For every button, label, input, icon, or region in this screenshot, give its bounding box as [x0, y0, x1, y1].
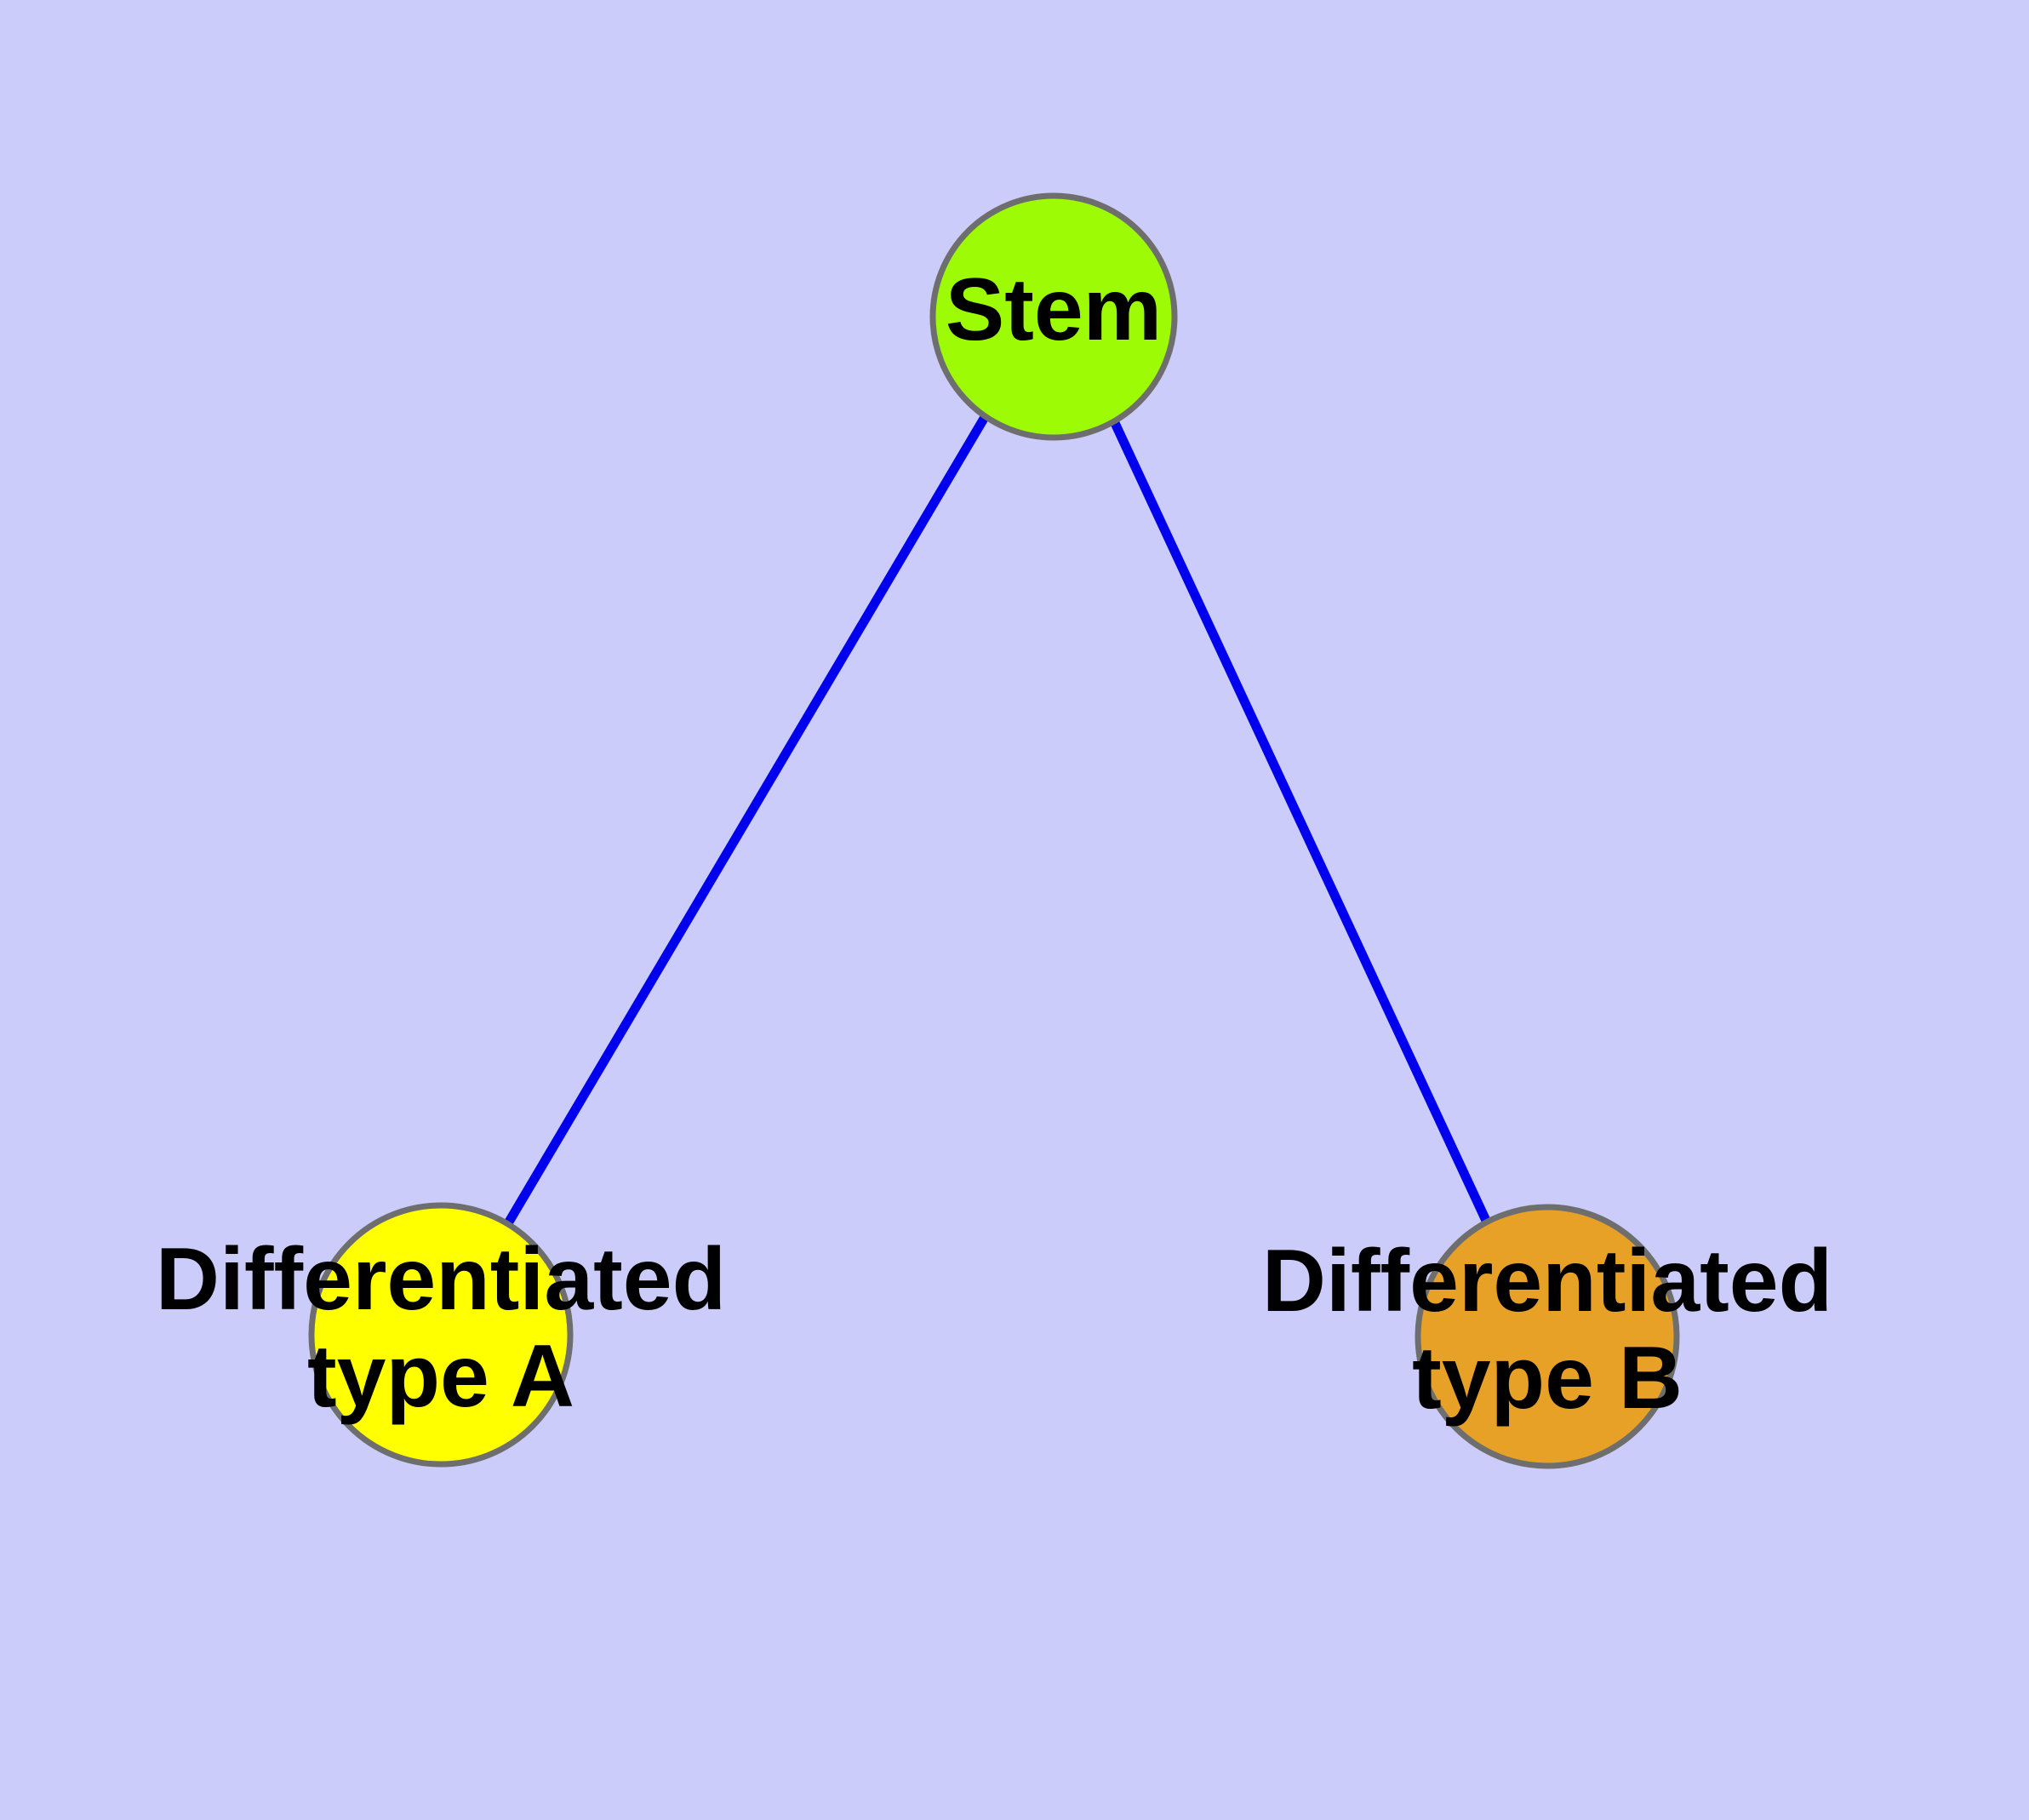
- edges-group: [504, 415, 1492, 1227]
- node-label-line: Differentiated: [156, 1230, 726, 1329]
- node-stem[interactable]: Stem: [929, 192, 1178, 441]
- edge-stem-to-diff-b[interactable]: [1111, 421, 1492, 1227]
- node-diff-a-circle[interactable]: [308, 1202, 574, 1468]
- node-stem-circle[interactable]: [929, 192, 1178, 441]
- node-label-line: type B: [1412, 1330, 1683, 1428]
- edge-stem-to-diff-a[interactable]: [504, 415, 989, 1226]
- node-diff-b-circle[interactable]: [1415, 1204, 1680, 1469]
- node-label-line: Differentiated: [1262, 1232, 1832, 1331]
- node-label-line: Stem: [946, 260, 1162, 359]
- node-stem-label: Stem: [946, 260, 1162, 359]
- node-label-line: type A: [307, 1328, 574, 1427]
